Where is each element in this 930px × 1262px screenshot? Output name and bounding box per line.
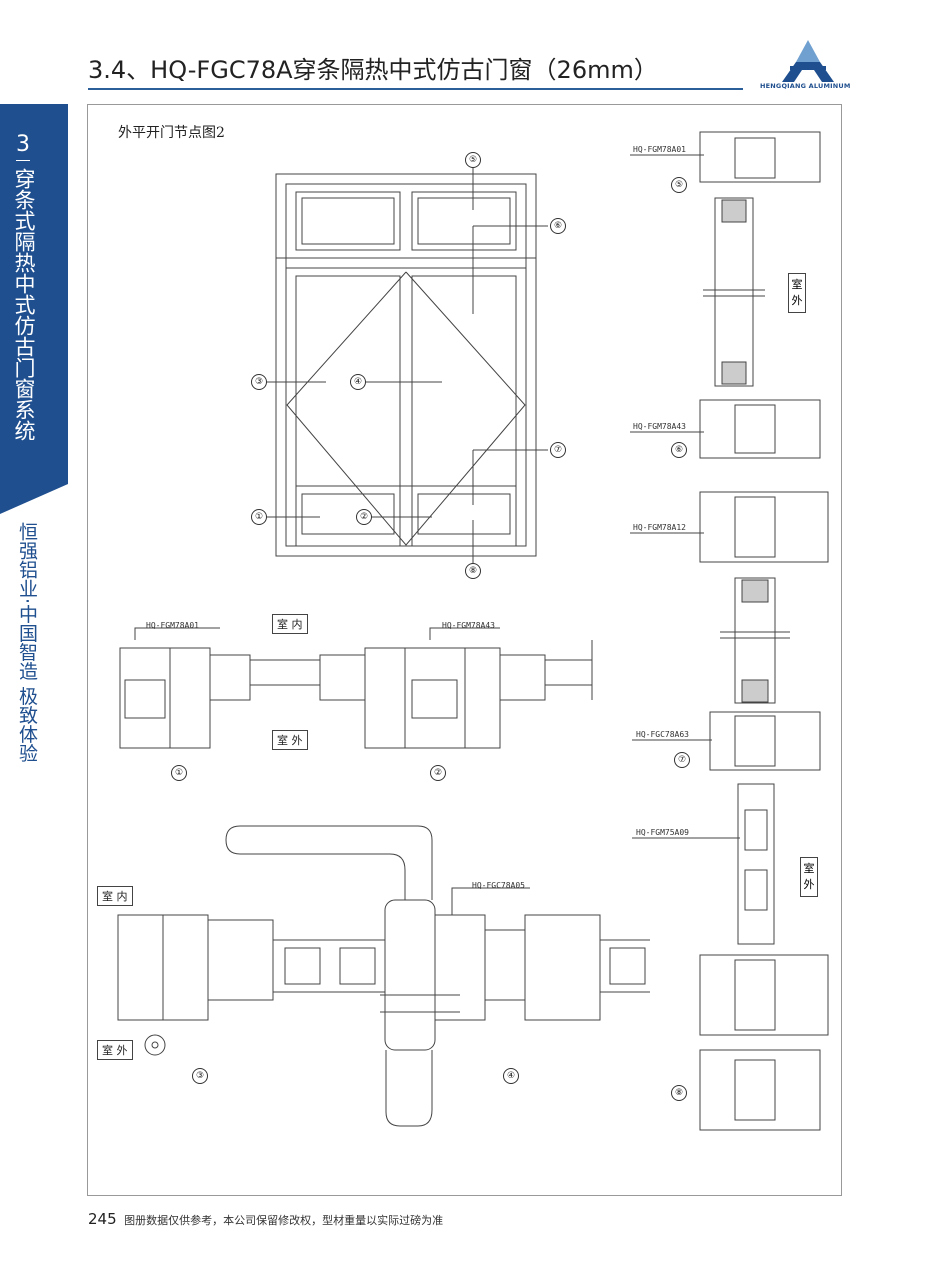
chapter-divider [16,160,30,161]
profile-label: HQ-FGC78A63 [636,730,689,739]
vsection-marker-8: ⑧ [671,1085,687,1101]
drawing-caption: 外平开门节点图2 [118,125,225,141]
company-logo-icon [782,40,834,82]
section-marker-2: ② [430,765,446,781]
vsection-marker-7: ⑦ [674,752,690,768]
profile-label: HQ-FGM78A12 [633,523,686,532]
footer: 245 图册数据仅供参考，本公司保留修改权，型材重量以实际过磅为准 [88,1210,443,1228]
vertical-section [630,131,829,1131]
section-marker-1: ① [171,765,187,781]
marker-7: ⑦ [550,442,566,458]
footer-note: 图册数据仅供参考，本公司保留修改权，型材重量以实际过磅为准 [124,1214,444,1227]
outdoor-label: 室 外 [272,730,308,750]
door-elevation [266,166,548,565]
outdoor-label: 室外 [800,857,818,897]
section-marker-4: ④ [503,1068,519,1084]
chapter-sidebar [0,104,68,514]
marker-3: ③ [251,374,267,390]
marker-4: ④ [350,374,366,390]
slogan: 恒强铝业·中国智造 极致体验 [16,522,38,763]
page-number: 245 [88,1210,117,1228]
page-title: 3.4、HQ-FGC78A穿条隔热中式仿古门窗（26mm） [88,56,658,84]
marker-1: ① [251,509,267,525]
profile-label: HQ-FGC78A05 [472,881,525,890]
drawing-frame [87,104,842,1196]
vsection-marker-5: ⑤ [671,177,687,193]
marker-2: ② [356,509,372,525]
logo-text: HENGQIANG ALUMINUM [760,82,851,90]
marker-6: ⑥ [550,218,566,234]
profile-label: HQ-FGM78A01 [633,145,686,154]
vsection-marker-6: ⑥ [671,442,687,458]
horizontal-section-3-4 [117,825,650,1127]
profile-label: HQ-FGM78A01 [146,621,199,630]
indoor-label: 室 内 [97,886,133,906]
profile-label: HQ-FGM75A09 [636,828,689,837]
chapter-number: 3 [16,132,30,157]
outdoor-label: 室外 [788,273,806,313]
profile-label: HQ-FGM78A43 [633,422,686,431]
chapter-title: 穿条式隔热中式仿古门窗系统 [12,168,36,441]
marker-8: ⑧ [465,563,481,579]
horizontal-section-1-2 [119,627,593,749]
marker-5: ⑤ [465,152,481,168]
title-rule [88,88,743,90]
profile-label: HQ-FGM78A43 [442,621,495,630]
section-marker-3: ③ [192,1068,208,1084]
outdoor-label: 室 外 [97,1040,133,1060]
indoor-label: 室 内 [272,614,308,634]
